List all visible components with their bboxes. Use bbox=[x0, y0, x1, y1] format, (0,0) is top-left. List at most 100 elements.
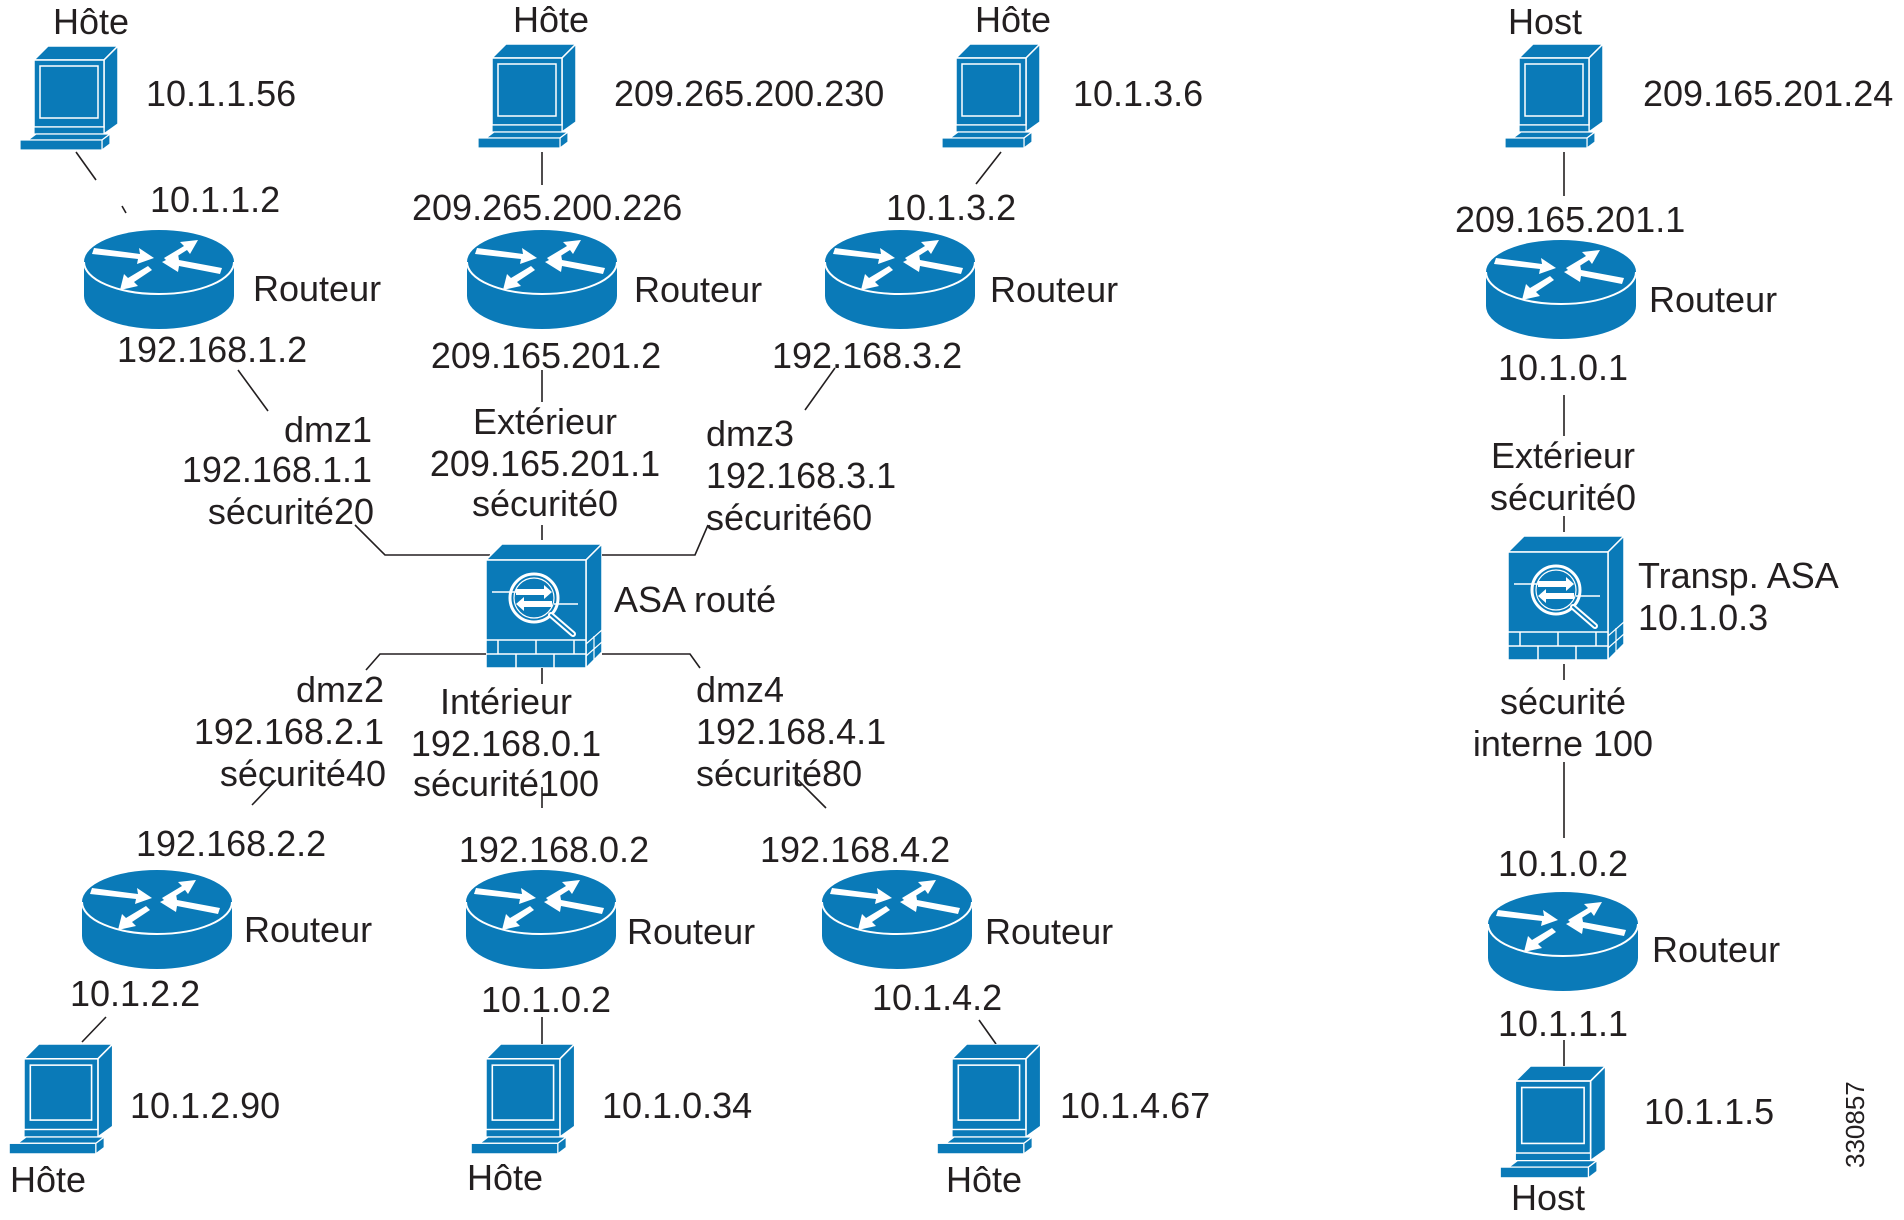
interface-security: sécurité100 bbox=[413, 763, 599, 804]
router-label: Routeur bbox=[244, 909, 372, 950]
host-label: Hôte bbox=[513, 0, 589, 40]
transparent-mode-diagram: Host 209.165.201.24 209.165.201.1 Routeu… bbox=[1455, 1, 1893, 1218]
inside-security-line1: sécurité bbox=[1500, 681, 1626, 722]
host-ip: 10.1.0.34 bbox=[602, 1085, 752, 1126]
firewall-icon[interactable] bbox=[486, 544, 602, 668]
router-icon[interactable] bbox=[465, 869, 617, 970]
link-asa-dmz3 bbox=[602, 524, 709, 556]
host-ip: 10.1.3.6 bbox=[1073, 73, 1203, 114]
host-label: Hôte bbox=[946, 1159, 1022, 1200]
host-label: Host bbox=[1511, 1177, 1585, 1218]
link-dmz4-router bbox=[797, 779, 827, 809]
host-label: Host bbox=[1508, 1, 1582, 42]
router-label: Routeur bbox=[1649, 279, 1777, 320]
router-icon[interactable] bbox=[81, 869, 233, 970]
link-asa-dmz4 bbox=[602, 653, 701, 669]
branch-dmz3: Hôte 10.1.3.6 10.1.3.2 Routeur 192.168.3… bbox=[706, 0, 1203, 538]
host-icon[interactable] bbox=[942, 43, 1041, 149]
interface-name: Extérieur bbox=[1491, 435, 1635, 476]
host-ip: 10.1.1.56 bbox=[146, 73, 296, 114]
router-label: Routeur bbox=[990, 269, 1118, 310]
interface-security: sécurité80 bbox=[696, 753, 862, 794]
host-icon[interactable] bbox=[470, 1044, 576, 1155]
router-lower-ip: 10.1.0.1 bbox=[1498, 347, 1628, 388]
interface-name: Extérieur bbox=[473, 401, 617, 442]
branch-inside: Intérieur 192.168.0.1 sécurité100 192.16… bbox=[411, 681, 755, 1198]
host-ip: 209.265.200.230 bbox=[614, 73, 884, 114]
router-asa-side-ip: 192.168.4.2 bbox=[760, 829, 950, 870]
host-label: Hôte bbox=[10, 1159, 86, 1200]
link-asa-dmz2 bbox=[365, 653, 490, 671]
host-ip: 10.1.2.90 bbox=[130, 1085, 280, 1126]
router-asa-side-ip: 192.168.3.2 bbox=[772, 335, 962, 376]
router-lower-ip: 10.1.1.1 bbox=[1498, 1003, 1628, 1044]
router-upper-ip: 209.165.201.1 bbox=[1455, 199, 1685, 240]
host-icon[interactable] bbox=[1499, 1066, 1607, 1179]
host-ip: 10.1.4.67 bbox=[1060, 1085, 1210, 1126]
router-label: Routeur bbox=[1652, 929, 1780, 970]
host-icon[interactable] bbox=[8, 1044, 114, 1155]
interface-ip: 192.168.3.1 bbox=[706, 455, 896, 496]
link-router-host-dmz4 bbox=[978, 1019, 997, 1045]
router-icon[interactable] bbox=[1487, 891, 1639, 992]
interface-ip: 209.165.201.1 bbox=[430, 443, 660, 484]
router-icon[interactable] bbox=[83, 229, 235, 330]
link-dmz2-router bbox=[251, 779, 277, 806]
interface-security: sécurité60 bbox=[706, 497, 872, 538]
interface-name: dmz3 bbox=[706, 413, 794, 454]
router-host-side-ip: 209.265.200.226 bbox=[412, 187, 682, 228]
interface-name: Intérieur bbox=[440, 681, 572, 722]
interface-security: sécurité0 bbox=[1490, 477, 1636, 518]
interface-security: sécurité40 bbox=[220, 753, 386, 794]
interface-security: sécurité0 bbox=[472, 483, 618, 524]
link-host-router-dmz1 bbox=[75, 151, 97, 181]
router-host-side-ip: 10.1.0.2 bbox=[481, 979, 611, 1020]
inside-security-line2: interne 100 bbox=[1473, 723, 1653, 764]
interface-ip: 192.168.4.1 bbox=[696, 711, 886, 752]
figure-id: 330857 bbox=[1840, 1081, 1870, 1168]
routed-asa: ASA routé bbox=[486, 544, 776, 668]
asa-label: Transp. ASA bbox=[1638, 555, 1839, 596]
router-icon[interactable] bbox=[466, 229, 618, 330]
router-asa-side-ip: 192.168.0.2 bbox=[459, 829, 649, 870]
branch-outside: Hôte 209.265.200.230 209.265.200.226 Rou… bbox=[412, 0, 884, 524]
router-label: Routeur bbox=[634, 269, 762, 310]
interface-ip: 192.168.1.1 bbox=[182, 449, 372, 490]
link-host-router-dmz1-b bbox=[121, 205, 127, 214]
router-asa-side-ip: 192.168.2.2 bbox=[136, 823, 326, 864]
branch-dmz1: Hôte 10.1.1.56 10.1.1.2 Routeur 192.168.… bbox=[20, 1, 381, 532]
branch-dmz4: dmz4 192.168.4.1 sécurité80 192.168.4.2 … bbox=[696, 669, 1210, 1200]
host-icon[interactable] bbox=[20, 46, 119, 151]
host-label: Hôte bbox=[975, 0, 1051, 40]
router-host-side-ip: 10.1.4.2 bbox=[872, 977, 1002, 1018]
link-router-dmz1-up bbox=[237, 369, 269, 412]
host-label: Hôte bbox=[467, 1157, 543, 1198]
host-icon[interactable] bbox=[478, 43, 577, 149]
interface-name: dmz2 bbox=[296, 669, 384, 710]
router-host-side-ip: 10.1.1.2 bbox=[150, 179, 280, 220]
host-label: Hôte bbox=[53, 1, 129, 42]
host-icon[interactable] bbox=[1505, 43, 1604, 149]
link-asa-dmz1 bbox=[354, 524, 490, 556]
host-ip: 209.165.201.24 bbox=[1643, 73, 1893, 114]
firewall-icon[interactable] bbox=[1508, 536, 1624, 660]
link-router-dmz3-down bbox=[804, 367, 836, 411]
interface-name: dmz1 bbox=[284, 409, 372, 450]
router-label: Routeur bbox=[985, 911, 1113, 952]
interface-security: sécurité20 bbox=[208, 491, 374, 532]
asa-label: ASA routé bbox=[614, 579, 776, 620]
interface-ip: 192.168.2.1 bbox=[194, 711, 384, 752]
router-label: Routeur bbox=[253, 268, 381, 309]
router-label: Routeur bbox=[627, 911, 755, 952]
router-upper-ip: 10.1.0.2 bbox=[1498, 843, 1628, 884]
router-icon[interactable] bbox=[821, 869, 973, 970]
host-icon[interactable] bbox=[936, 1044, 1042, 1155]
router-asa-side-ip: 192.168.1.2 bbox=[117, 329, 307, 370]
router-host-side-ip: 10.1.2.2 bbox=[70, 973, 200, 1014]
network-links bbox=[75, 151, 1002, 1045]
router-icon[interactable] bbox=[1485, 239, 1637, 340]
link-host-router-dmz3 bbox=[975, 151, 1002, 185]
router-host-side-ip: 10.1.3.2 bbox=[886, 187, 1016, 228]
router-icon[interactable] bbox=[824, 229, 976, 330]
